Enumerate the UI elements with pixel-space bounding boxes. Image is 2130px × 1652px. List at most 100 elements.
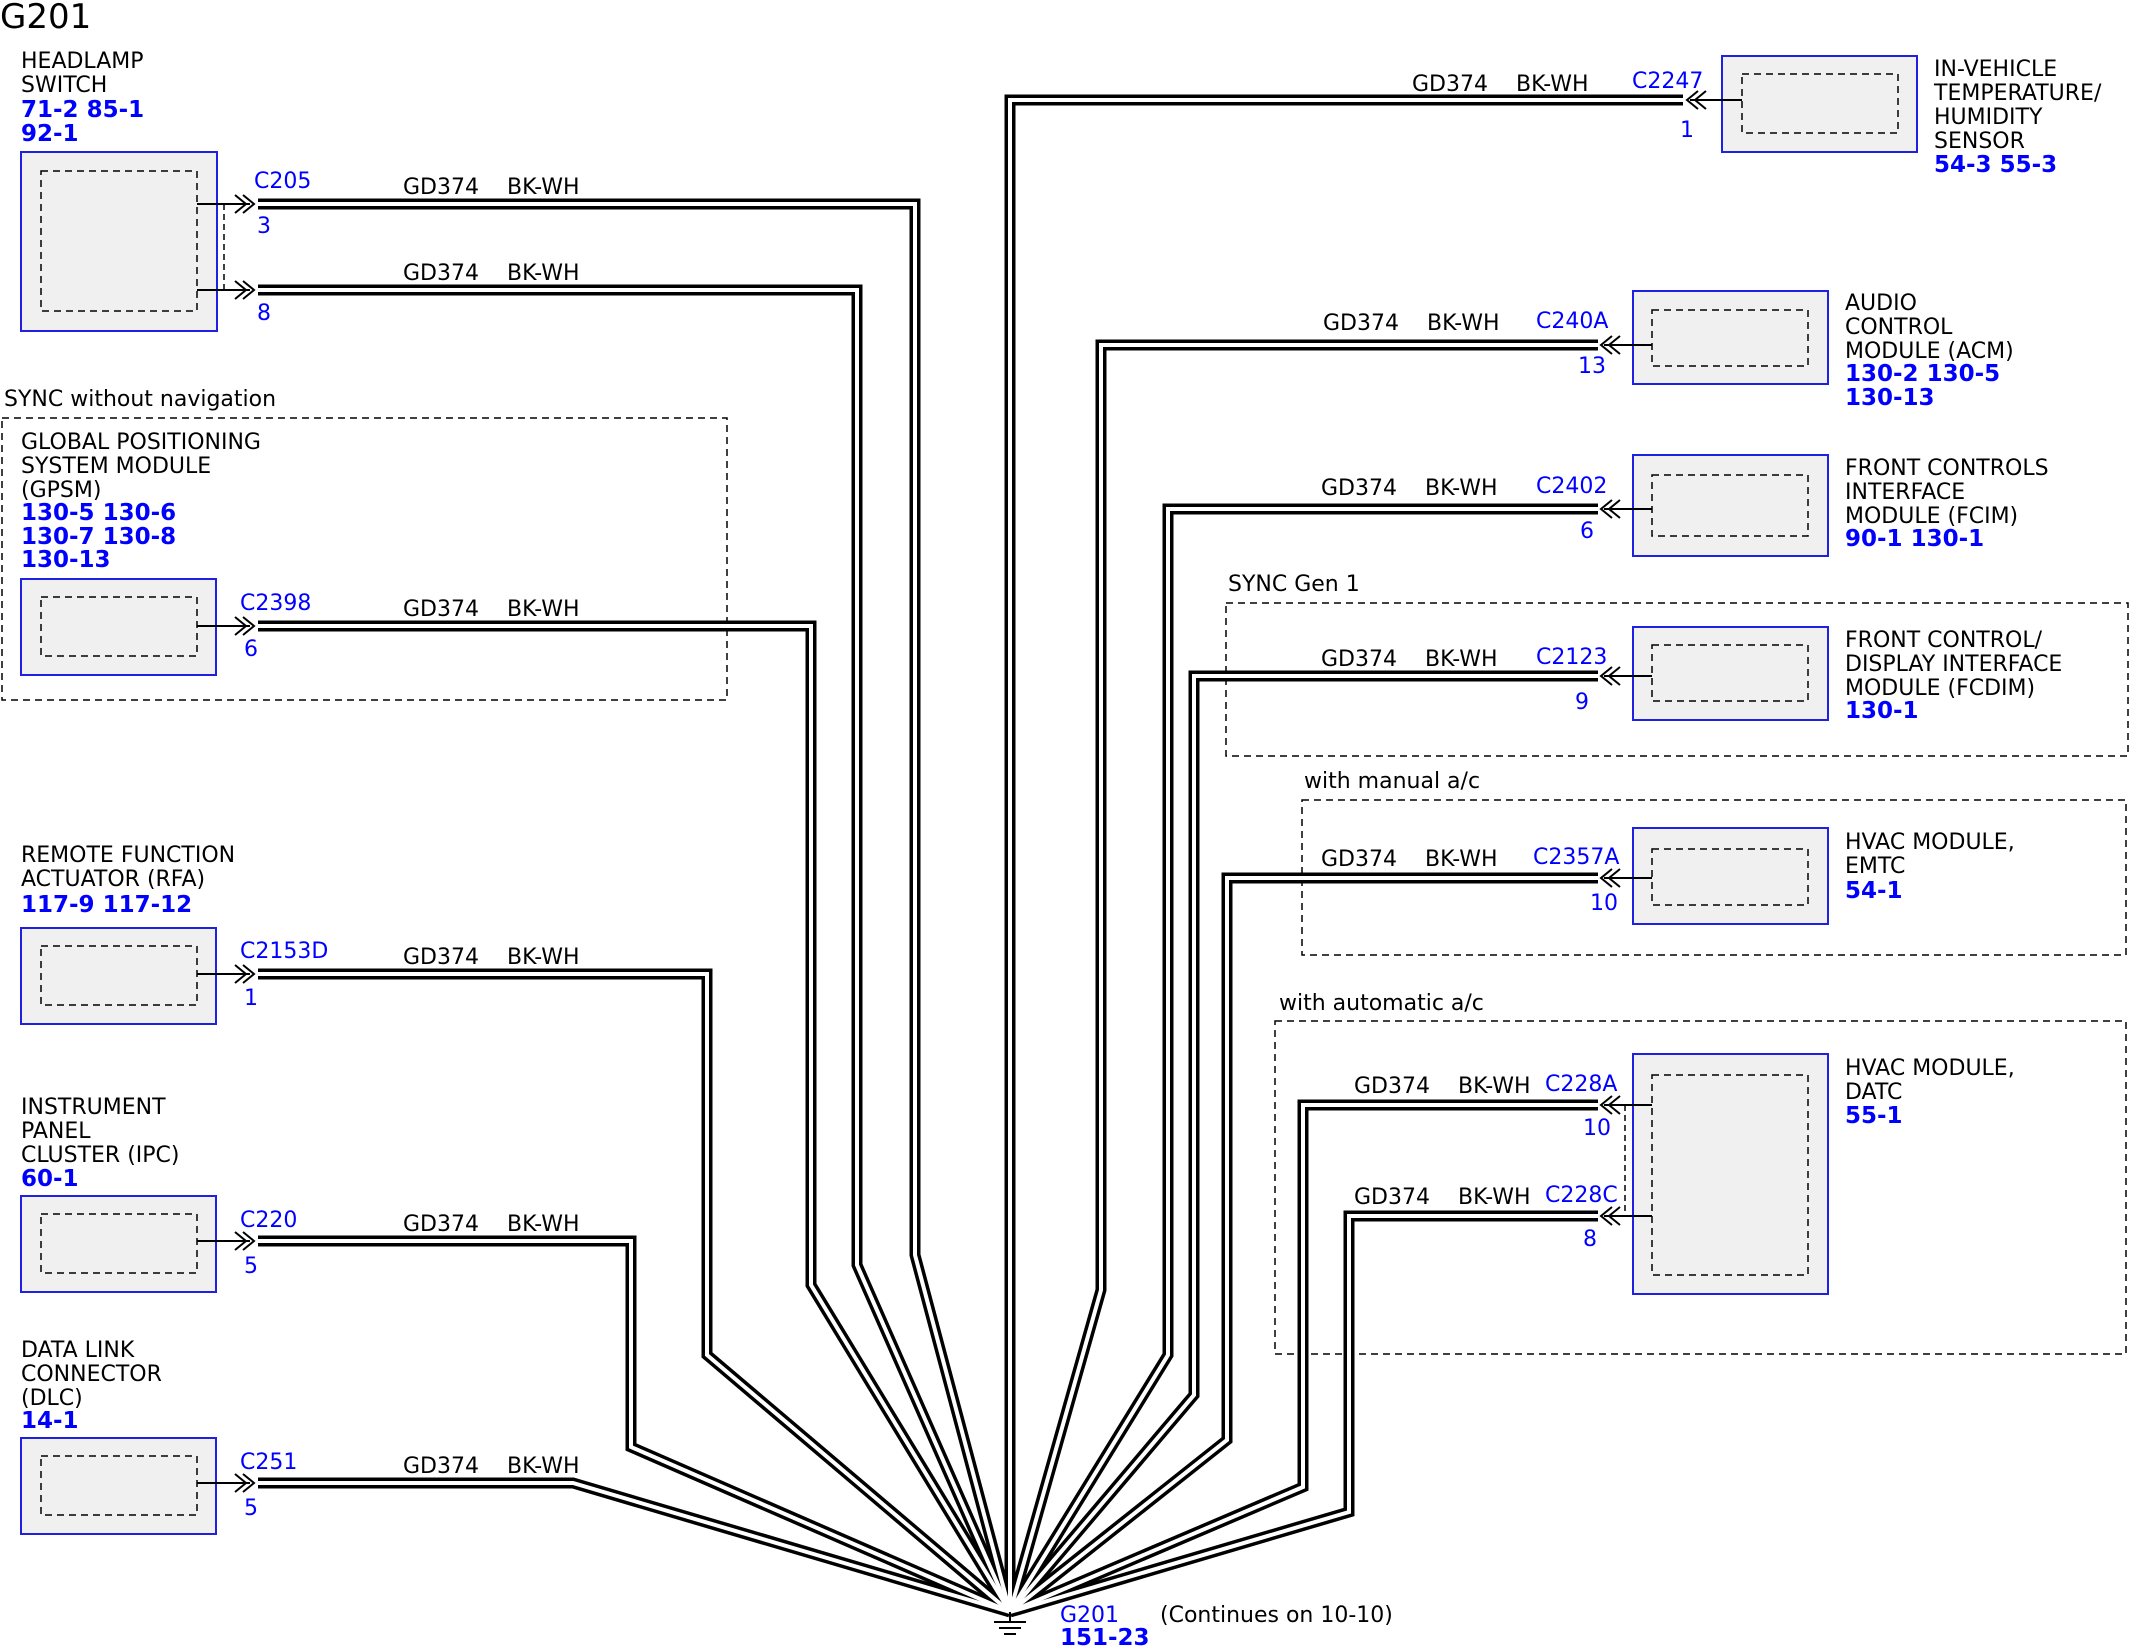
component-ref: 130-7 130-8 [21,524,176,550]
component-box [1632,290,1829,385]
component-box [20,151,218,332]
connector-arrow-icon [1599,1095,1652,1115]
component-ref: 130-13 [1845,385,1935,411]
component-fcim: C2402 6 GD374 BK-WH FRONT CONTROLS INTER… [1321,454,2049,557]
connector-arrow-icon [1599,499,1652,519]
connector-pin: 9 [1575,690,1589,715]
connector-pin: 5 [244,1254,258,1279]
component-ref: 54-3 55-3 [1934,152,2057,178]
wire-circuit: GD374 [403,1454,479,1479]
connector-pin: 8 [1583,1227,1597,1252]
component-temp-sensor: C2247 1 GD374 BK-WH IN-VEHICLE TEMPERATU… [1412,55,2102,178]
component-box [1632,626,1829,721]
component-name-line: DISPLAY INTERFACE [1845,652,2062,677]
component-headlamp-switch: HEADLAMP SWITCH 71-2 85-1 92-1 C205 3 8 … [20,49,580,332]
component-ref: 117-9 117-12 [21,892,192,918]
component-inner [40,1213,198,1274]
group-label-manual-ac: with manual a/c [1304,769,1480,794]
component-name-line: MODULE (ACM) [1845,339,2014,364]
connector-id: C228A [1545,1072,1617,1097]
component-name-line: TEMPERATURE/ [1933,81,2102,106]
ground-ref: 151-23 [1060,1625,1150,1647]
wire-color: BK-WH [1458,1185,1531,1210]
connector-id: C2398 [240,591,311,616]
group-label-sync-nav: SYNC without navigation [4,387,276,412]
wire-color: BK-WH [507,261,580,286]
wire-circuit: GD374 [1354,1185,1430,1210]
connector-arrow-icon [1599,868,1652,888]
component-name-line: REMOTE FUNCTION [21,843,235,868]
connector-id: C228C [1545,1183,1618,1208]
connector-arrow-icon [197,194,256,214]
connector-id: C2402 [1536,474,1607,499]
connector-arrow-icon [1685,90,1742,110]
wire-color: BK-WH [1425,847,1498,872]
connector-pin: 8 [257,301,271,326]
component-box [1632,1053,1829,1295]
wire-circuit: GD374 [403,175,479,200]
component-ref: 14-1 [21,1408,79,1434]
component-hvac-datc: C228A 10 C228C 8 GD374 BK-WH GD374 BK-WH… [1354,1053,2015,1295]
wire-circuit: GD374 [1354,1074,1430,1099]
wire-color: BK-WH [507,1212,580,1237]
connector-arrow-icon [197,1231,256,1251]
group-label-auto-ac: with automatic a/c [1279,991,1484,1016]
connector-id: C2247 [1632,69,1703,94]
component-name-line: PANEL [21,1119,91,1144]
component-name-line: HEADLAMP [21,49,144,74]
component-ref: 90-1 130-1 [1845,526,1984,552]
ground-icon [994,1612,1026,1635]
wire-color: BK-WH [507,597,580,622]
component-name-line: HUMIDITY [1934,105,2043,130]
component-name-line: AUDIO [1845,291,1917,316]
connector-pin: 1 [244,986,258,1011]
connector-pin: 3 [257,214,271,239]
wire-circuit: GD374 [1321,476,1397,501]
connector-id: C2357A [1533,845,1619,870]
component-name-line: CONTROL [1845,315,1953,340]
connector-id: C240A [1536,309,1608,334]
component-box [1632,827,1829,925]
component-ref: 92-1 [21,121,79,147]
component-name-line: INSTRUMENT [21,1095,166,1120]
component-ref: 71-2 85-1 [21,97,144,123]
component-inner [1651,1074,1809,1276]
component-inner [40,1455,198,1516]
component-name-line: MODULE (FCIM) [1845,504,2018,529]
wire-harness [258,94,1683,1618]
component-box [1721,55,1918,153]
diagram-title: G201 [0,0,91,37]
group-label-sync-gen1: SYNC Gen 1 [1228,572,1360,597]
component-name-line: CLUSTER (IPC) [21,1143,180,1168]
component-name-line: EMTC [1845,854,1905,879]
wire-circuit: GD374 [403,945,479,970]
component-inner [1651,309,1809,367]
wire-color: BK-WH [1425,476,1498,501]
wire-circuit: GD374 [1321,847,1397,872]
component-name-line: INTERFACE [1845,480,1965,505]
connector-id: C205 [254,169,311,194]
component-dlc: DATA LINK CONNECTOR (DLC) 14-1 C251 5 GD… [20,1338,580,1535]
wire-color: BK-WH [507,945,580,970]
component-inner [1651,474,1809,537]
component-name-line: FRONT CONTROL/ [1845,628,2043,653]
connector-arrow-icon [197,616,256,636]
connector-pin: 6 [244,637,258,662]
component-ref: 130-2 130-5 [1845,361,2000,387]
connector-arrow-icon [1599,335,1652,355]
group-frame-manual-ac [1301,799,2127,956]
connector-arrow-icon [197,1473,256,1493]
ground-id: G201 [1060,1603,1119,1628]
component-gpsm: GLOBAL POSITIONING SYSTEM MODULE (GPSM) … [20,430,580,676]
component-name-line: (GPSM) [21,478,101,503]
component-box [20,927,217,1025]
component-name-line: DATA LINK [21,1338,135,1363]
component-box [1632,454,1829,557]
wire-color: BK-WH [1516,72,1589,97]
group-frame-auto-ac [1274,1020,2127,1355]
connector-arrow-icon [1599,1206,1652,1226]
component-ref: 130-1 [1845,698,1919,724]
wire-color: BK-WH [1427,311,1500,336]
